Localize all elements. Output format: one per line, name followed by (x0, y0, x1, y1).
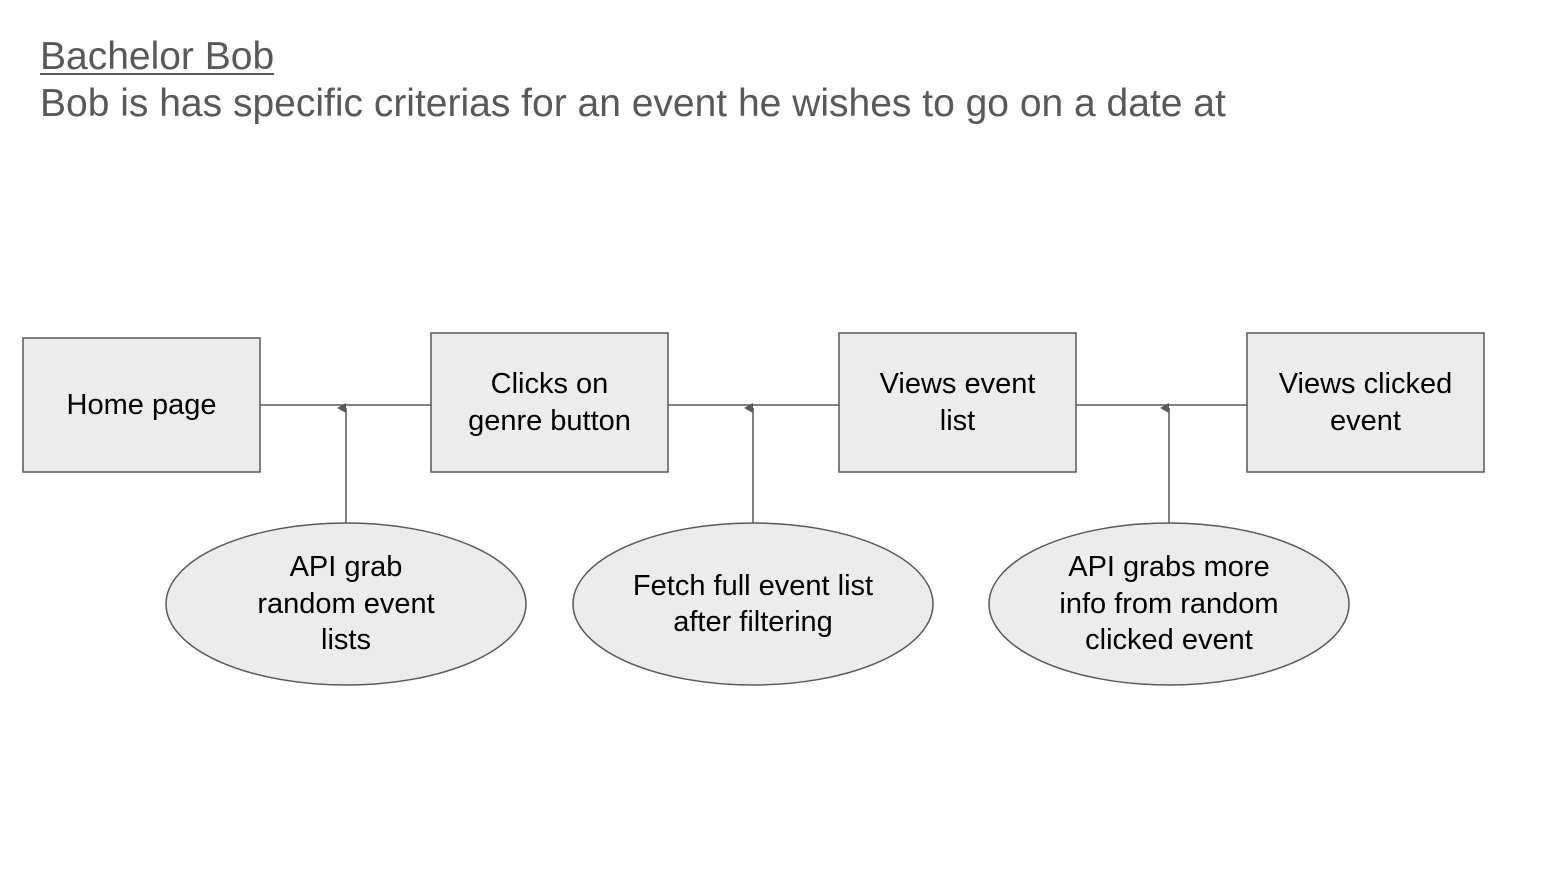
process-label-api-more-info: API grabs more info from random clicked … (1059, 551, 1279, 657)
process-label-api-grab: API grab random event lists (257, 551, 435, 657)
step-box-genre-button (430, 332, 669, 473)
step-box-event-list (838, 332, 1077, 473)
step-label-home-page: Home page (66, 388, 217, 421)
diagram-title: Bachelor Bob (40, 35, 275, 78)
step-box-home-page (22, 337, 261, 473)
process-label-fetch-list: Fetch full event list after filtering (632, 569, 874, 639)
step-box-clicked-event (1246, 332, 1485, 473)
process-ellipse-api-more-info (988, 522, 1350, 686)
diagram-subtitle: Bob is has specific criterias for an eve… (40, 82, 1226, 125)
process-ellipse-fetch-list (572, 522, 934, 686)
process-ellipse-api-grab (165, 522, 527, 686)
step-label-event-list: Views event list (879, 368, 1036, 437)
step-label-genre-button: Clicks on genre button (468, 368, 631, 437)
step-label-clicked-event: Views clicked event (1278, 368, 1453, 437)
